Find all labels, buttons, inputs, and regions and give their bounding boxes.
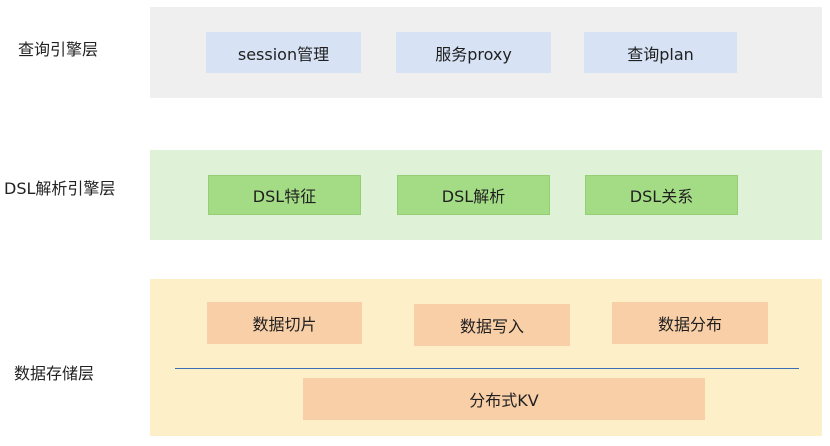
dsl-relation-box: DSL关系 (585, 175, 738, 215)
session-management-box: session管理 (206, 32, 361, 73)
data-distribution-box: 数据分布 (612, 302, 768, 344)
query-layer-panel: session管理 服务proxy 查询plan (150, 7, 822, 98)
dsl-layer-label: DSL解析引擎层 (4, 179, 116, 198)
dsl-layer-panel: DSL特征 DSL解析 DSL关系 (150, 150, 822, 240)
storage-layer-panel: 数据切片 数据写入 数据分布 分布式KV (150, 279, 822, 436)
storage-layer-label: 数据存储层 (14, 364, 95, 383)
dsl-feature-box: DSL特征 (208, 175, 361, 215)
query-plan-box: 查询plan (584, 32, 737, 73)
distributed-kv-box: 分布式KV (303, 378, 705, 420)
data-sharding-box: 数据切片 (207, 302, 362, 344)
dsl-parse-box: DSL解析 (397, 175, 550, 215)
query-layer-label: 查询引擎层 (18, 40, 99, 59)
service-proxy-box: 服务proxy (396, 32, 551, 73)
data-write-box: 数据写入 (414, 304, 570, 346)
storage-divider-line (175, 368, 799, 369)
